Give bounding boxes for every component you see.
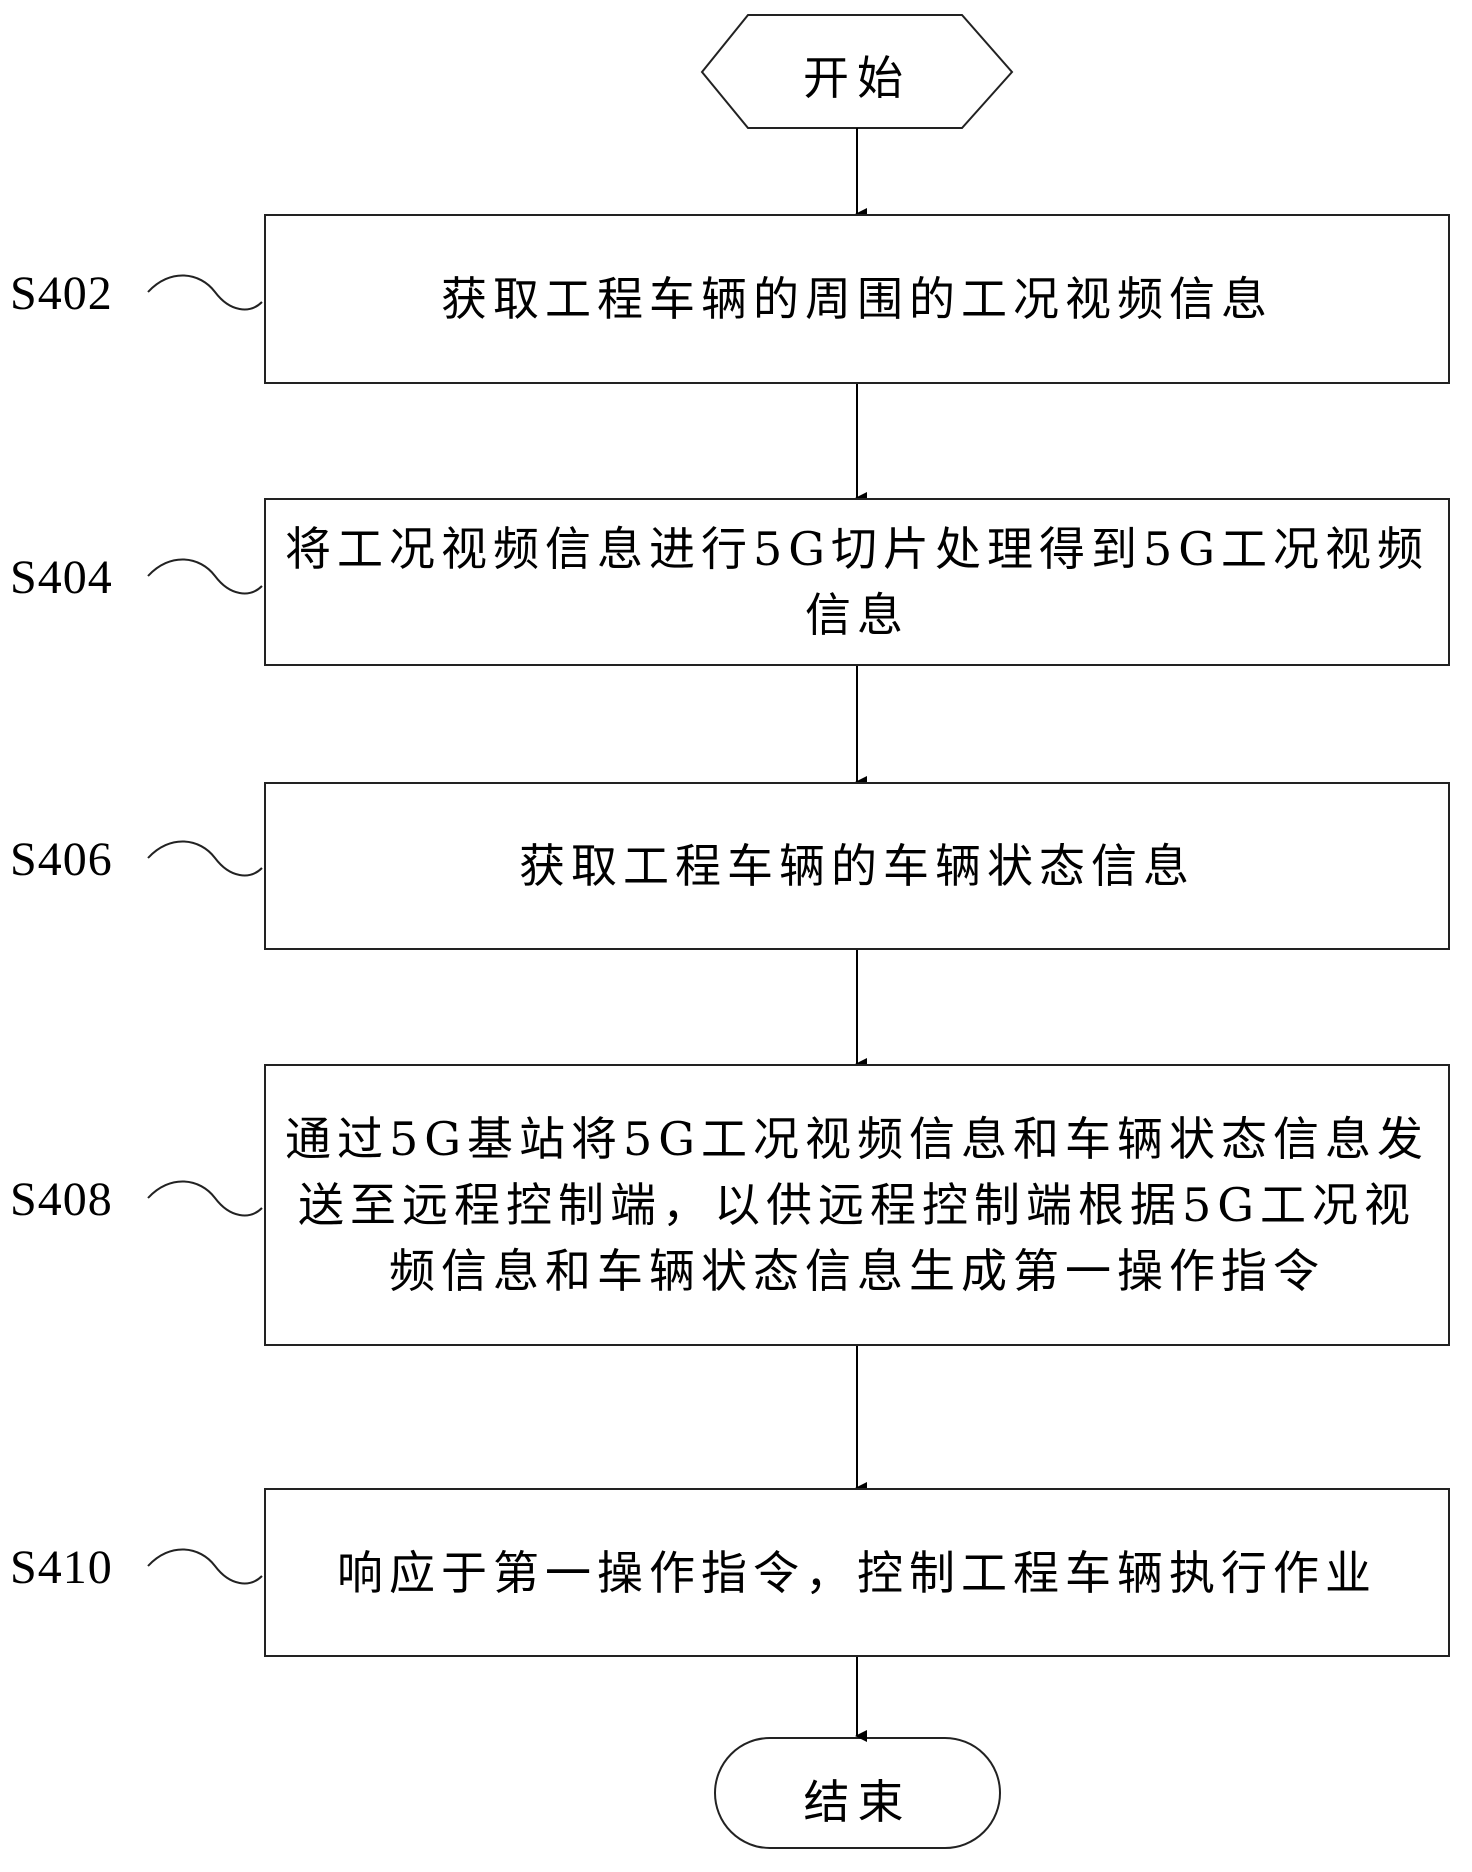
- end-label: 结束: [803, 1775, 912, 1829]
- step-box-s408: 通过5G基站将5G工况视频信息和车辆状态信息发送至远程控制端，以供远程控制端根据…: [264, 1064, 1450, 1346]
- step-label-s406: S406: [10, 833, 113, 886]
- step-text-s406: 获取工程车辆的车辆状态信息: [519, 839, 1195, 893]
- step-text-s402: 获取工程车辆的周围的工况视频信息: [441, 272, 1273, 326]
- start-terminator: [700, 14, 1014, 129]
- step-label-s404: S404: [10, 551, 113, 604]
- step-label-s410: S410: [10, 1541, 113, 1594]
- start-label: 开始: [803, 51, 911, 105]
- step-box-s406: 获取工程车辆的车辆状态信息: [264, 782, 1450, 950]
- step-box-s404: 将工况视频信息进行5G切片处理得到5G工况视频信息: [264, 498, 1450, 666]
- step-box-s402: 获取工程车辆的周围的工况视频信息: [264, 214, 1450, 384]
- step-box-s410: 响应于第一操作指令，控制工程车辆执行作业: [264, 1488, 1450, 1657]
- step-label-s408: S408: [10, 1173, 113, 1226]
- leader-s406: [147, 840, 263, 877]
- step-text-s408: 通过5G基站将5G工况视频信息和车辆状态信息发送至远程控制端，以供远程控制端根据…: [284, 1112, 1430, 1298]
- leader-s408: [147, 1180, 263, 1217]
- step-leaders: [147, 274, 263, 1585]
- leader-s402: [147, 274, 263, 311]
- step-label-s402: S402: [10, 267, 113, 320]
- leader-s404: [147, 558, 263, 595]
- step-text-s404: 将工况视频信息进行5G切片处理得到5G工况视频信息: [284, 522, 1430, 642]
- leader-s410: [147, 1548, 263, 1585]
- step-text-s410: 响应于第一操作指令，控制工程车辆执行作业: [337, 1545, 1377, 1600]
